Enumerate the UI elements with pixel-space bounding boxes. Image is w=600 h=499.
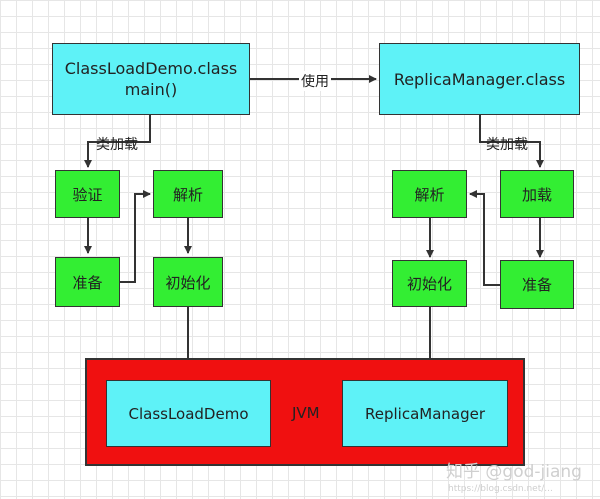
left-verify-node: 验证: [55, 170, 120, 218]
arrow-prepare-resolve-right: [469, 190, 500, 286]
right-load-node: 加载: [500, 170, 574, 218]
main-method-label: main(): [124, 80, 178, 99]
classloaddemo-class-label: ClassLoadDemo.class: [64, 59, 238, 78]
replicamanager-class-node: ReplicaManager.class: [379, 43, 580, 115]
right-load-edge-label: 类加载: [486, 137, 528, 153]
right-resolve-label: 解析: [414, 185, 445, 204]
classloaddemo-class-node: ClassLoadDemo.class main(): [52, 43, 250, 115]
left-load-edge-label: 类加载: [96, 137, 138, 153]
jvm-classloaddemo-node: ClassLoadDemo: [106, 380, 271, 447]
arrow-prepare-resolve: [120, 190, 151, 283]
left-prepare-label: 准备: [72, 273, 103, 292]
right-resolve-node: 解析: [392, 170, 467, 218]
left-init-node: 初始化: [153, 257, 223, 307]
left-prepare-node: 准备: [55, 257, 120, 307]
left-resolve-node: 解析: [153, 170, 223, 218]
arrow-right-load: [479, 115, 544, 168]
watermark-url: https://blog.csdn.net/...: [448, 484, 553, 494]
left-verify-label: 验证: [72, 185, 103, 204]
watermark-text: 知乎 @god-jiang: [446, 462, 582, 482]
jvm-replicamanager-node: ReplicaManager: [342, 380, 508, 447]
arrow-left-load: [84, 115, 151, 168]
jvm-classloaddemo-label: ClassLoadDemo: [128, 404, 249, 423]
right-init-label: 初始化: [406, 275, 452, 293]
jvm-replicamanager-label: ReplicaManager: [364, 404, 486, 423]
left-resolve-label: 解析: [172, 185, 203, 204]
right-prepare-label: 准备: [521, 276, 552, 294]
right-prepare-node: 准备: [500, 260, 574, 309]
use-edge-label: 使用: [299, 71, 331, 91]
replicamanager-class-label: ReplicaManager.class: [393, 69, 566, 89]
right-init-node: 初始化: [392, 260, 467, 307]
right-load-label: 加载: [521, 185, 552, 204]
left-init-label: 初始化: [165, 273, 211, 292]
jvm-label: JVM: [292, 404, 320, 422]
